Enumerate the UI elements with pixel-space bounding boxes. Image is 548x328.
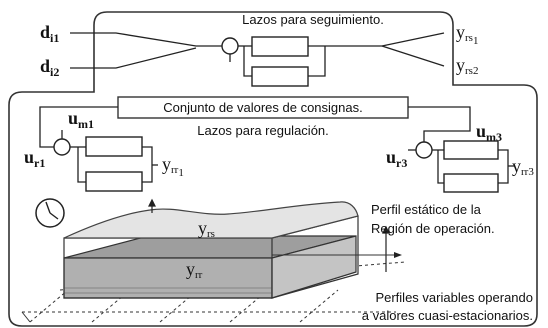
right-loop-block-upper	[443, 140, 499, 160]
left-loop-u-r1: ur1	[24, 147, 45, 170]
region-vertical-arrows	[148, 198, 390, 272]
clock-icon	[35, 198, 65, 228]
region-y-rs: yrs	[198, 218, 215, 240]
output-y-rs1: yrs1	[456, 22, 478, 47]
setpoints-label: Conjunto de valores de consignas.	[163, 100, 362, 115]
left-loop-block-upper	[85, 136, 143, 157]
setpoint-link-right	[408, 106, 471, 117]
region-axis-arrowhead	[394, 252, 402, 258]
tracking-block-lower	[251, 66, 309, 87]
tracking-block-upper	[251, 36, 309, 57]
left-loop-u-m1: um1	[68, 108, 94, 131]
regulation-profile-front	[63, 257, 273, 299]
variable-profiles-caption-line2: a valores cuasi-estacionarios.	[362, 308, 533, 323]
regulation-loops-title: Lazos para regulación.	[197, 123, 329, 138]
regulation-profile-strata	[64, 287, 272, 294]
setpoint-link-left	[39, 106, 118, 143]
left-loop-lines	[39, 130, 158, 183]
region-y-rr: yrr	[186, 259, 203, 281]
outer-frame	[8, 11, 538, 327]
right-loop-summing-junction	[415, 141, 433, 159]
output-y-rs2: yrs2	[456, 55, 478, 77]
left-loop-summing-junction	[53, 138, 71, 156]
right-loop-y-rr3: yrr3	[512, 156, 534, 178]
tracking-loops-title: Lazos para seguimiento.	[242, 12, 384, 27]
right-loop-lines	[408, 117, 514, 184]
tracking-signal-lines	[70, 32, 445, 77]
variable-profiles-caption-line1: Perfiles variables operando	[375, 290, 533, 305]
left-loop-y-rr1: yrr1	[162, 154, 184, 179]
input-d-i2: di2	[40, 56, 59, 79]
tracking-summing-junction	[221, 37, 239, 55]
left-loop-block-lower	[85, 171, 143, 192]
static-profile-caption-line2: Región de operación.	[371, 221, 495, 236]
static-profile-caption-line1: Perfil estático de la	[371, 202, 482, 217]
right-loop-block-lower	[443, 173, 499, 193]
right-loop-u-r3: ur3	[386, 147, 407, 170]
static-region-top-surface	[63, 201, 359, 239]
input-d-i1: di1	[40, 22, 59, 45]
